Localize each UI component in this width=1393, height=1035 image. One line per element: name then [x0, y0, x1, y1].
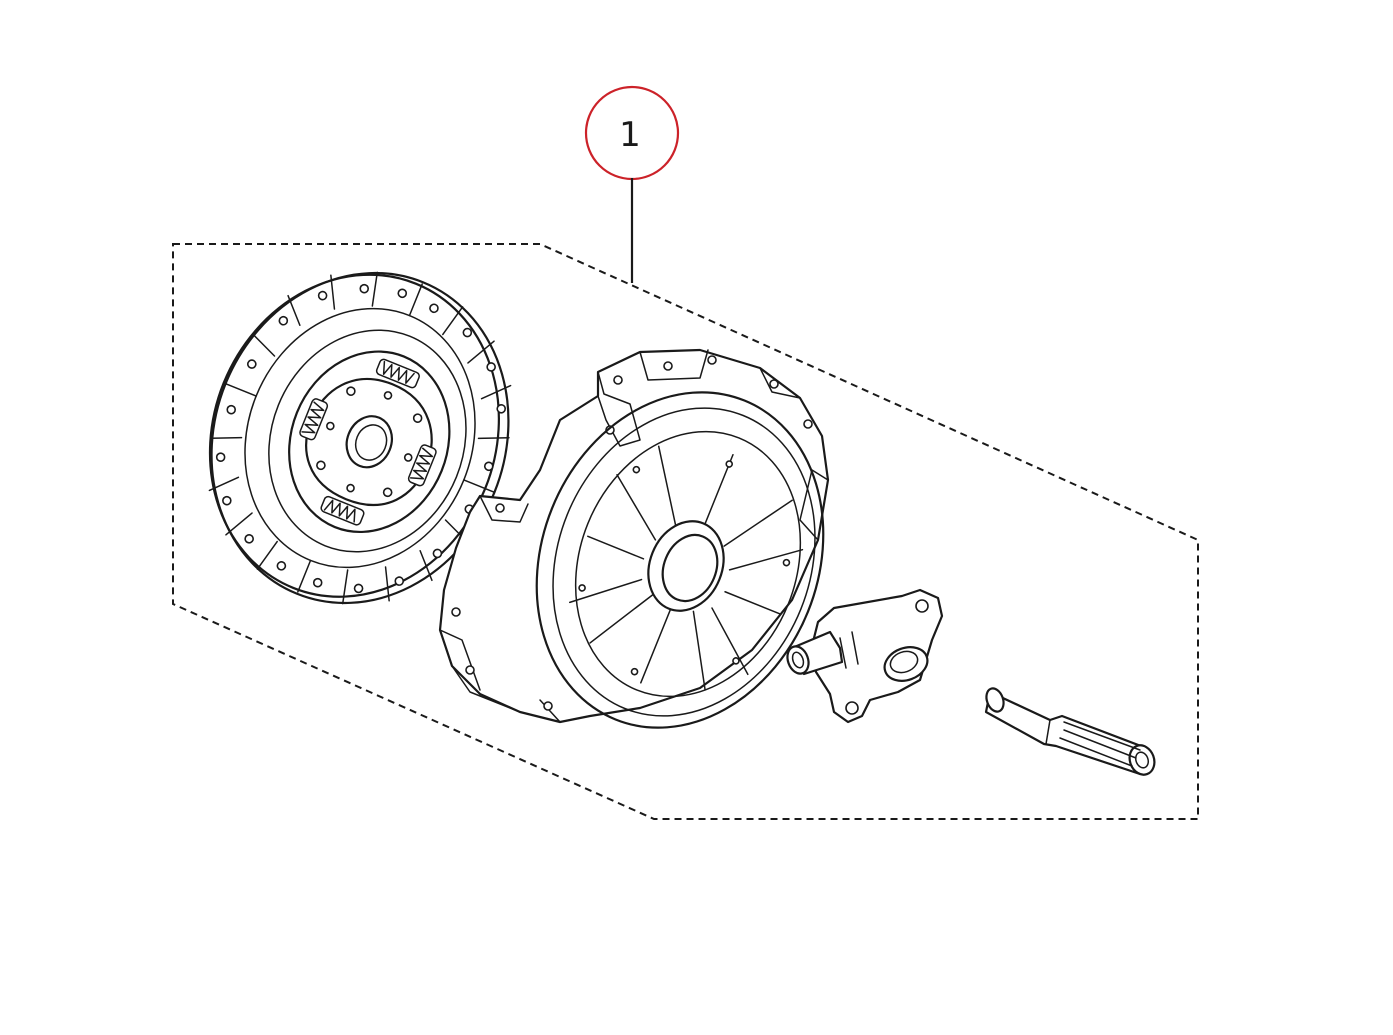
kit-boundary [172, 243, 1199, 820]
alignment-tool-icon[interactable] [983, 686, 1158, 778]
pressure-plate-icon[interactable] [438, 348, 872, 771]
release-bearing-icon[interactable] [784, 588, 944, 724]
callout-1[interactable]: 1 [584, 85, 680, 283]
clutch-disc-icon[interactable] [161, 227, 558, 648]
callout-number: 1 [619, 115, 641, 155]
